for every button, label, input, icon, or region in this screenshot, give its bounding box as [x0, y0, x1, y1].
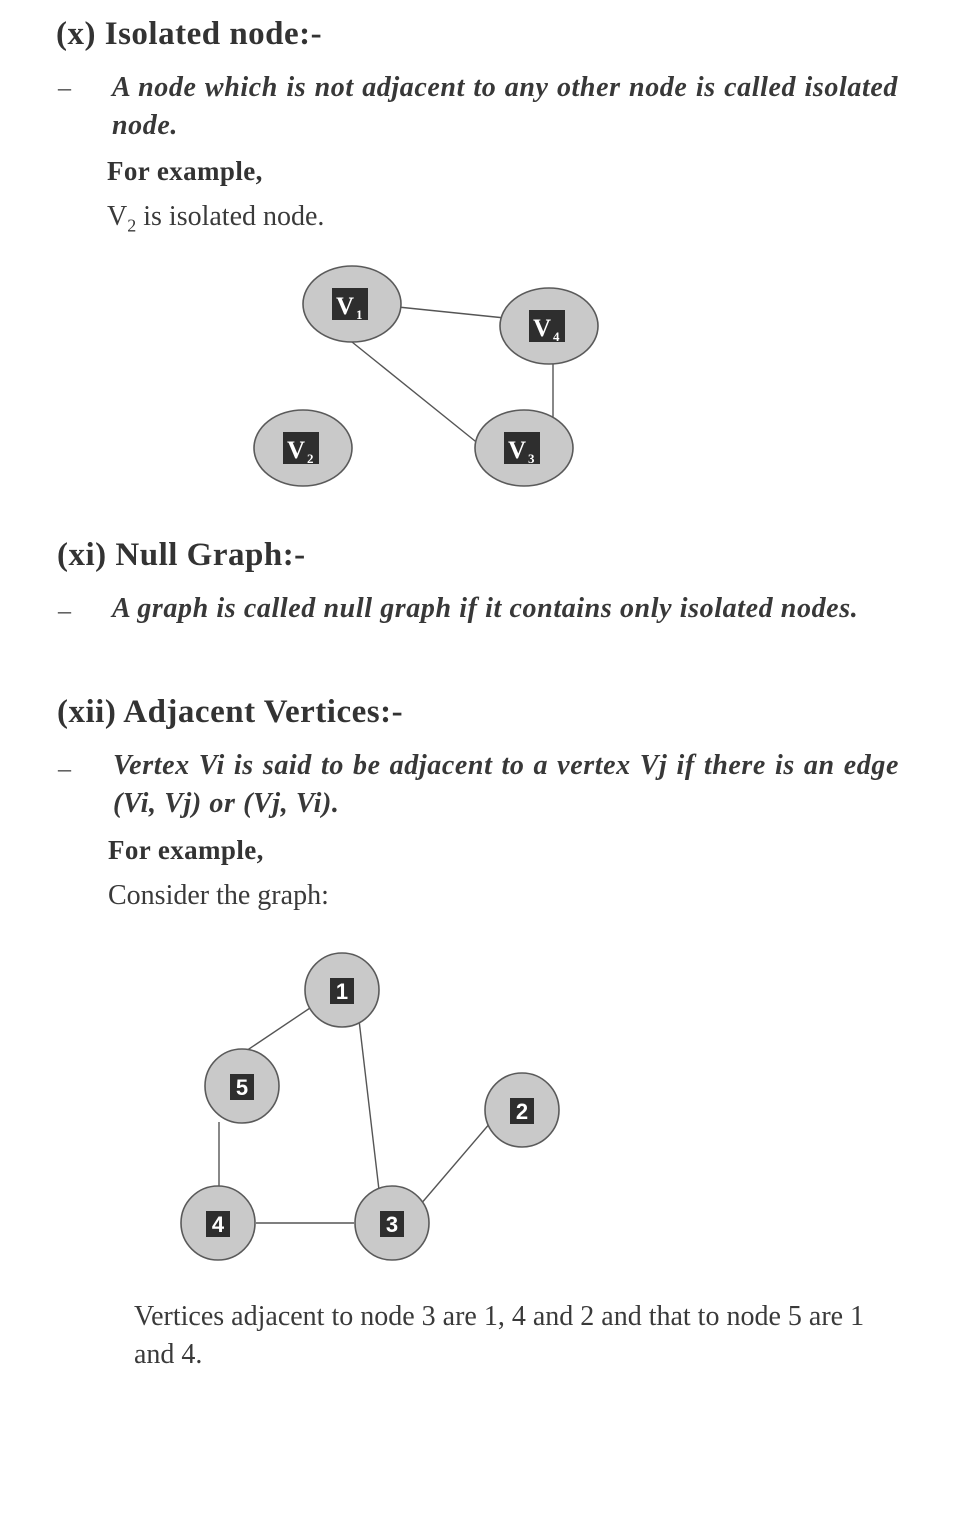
edge-1-3 [358, 1019, 380, 1191]
statement-subscript: 2 [127, 215, 137, 236]
statement-rest: is isolated node. [136, 201, 325, 232]
section-x-heading: (x) Isolated node:- [56, 16, 323, 52]
isolated-node-graph: V 1 V 4 V 2 V 3 [253, 265, 599, 487]
adjacent-vertices-definition: Vertex Vi is said to be adjacent to a ve… [113, 750, 899, 819]
node-4-label: 4 [212, 1212, 225, 1237]
section-xii-heading: (xii) Adjacent Vertices:- [57, 694, 404, 730]
example-label: For example, [108, 835, 264, 865]
bullet-dash: – [58, 754, 71, 783]
node-2: 2 [484, 1072, 560, 1148]
node-v3-subscript: 3 [528, 451, 535, 466]
node-v4-subscript: 4 [553, 329, 560, 344]
node-v1-letter: V [336, 293, 354, 320]
null-graph-definition: A graph is called null graph if it conta… [112, 593, 859, 624]
node-v4: V 4 [499, 287, 599, 365]
node-v3: V 3 [474, 409, 574, 487]
node-v4-letter: V [533, 315, 551, 342]
node-3: 3 [354, 1185, 430, 1261]
example-label: For example, [107, 156, 263, 186]
node-v2-letter: V [287, 437, 305, 464]
statement-vertex: V [107, 201, 128, 232]
node-v2-subscript: 2 [307, 451, 314, 466]
adjacency-conclusion: Vertices adjacent to node 3 are 1, 4 and… [134, 1301, 865, 1370]
edge-v1-v3 [351, 341, 481, 446]
node-5: 5 [204, 1048, 280, 1124]
node-2-label: 2 [516, 1099, 528, 1124]
adjacent-vertices-graph: 1 5 2 4 3 [180, 952, 560, 1261]
bullet-dash: – [58, 73, 71, 102]
edge-1-5 [242, 1005, 314, 1054]
isolated-node-definition: A node which is not adjacent to any othe… [112, 72, 898, 141]
node-1-label: 1 [336, 979, 348, 1004]
node-4: 4 [180, 1185, 256, 1261]
node-v1-subscript: 1 [356, 307, 363, 322]
node-5-label: 5 [236, 1075, 248, 1100]
node-1: 1 [304, 952, 380, 1028]
edge-3-2 [419, 1121, 492, 1206]
edge-v1-v4 [397, 306, 506, 319]
node-3-label: 3 [386, 1212, 398, 1237]
isolated-node-statement: V2 is isolated node. [107, 201, 324, 237]
node-v1: V 1 [302, 265, 402, 343]
graph-intro: Consider the graph: [108, 880, 329, 911]
node-v2: V 2 [253, 409, 353, 487]
bullet-dash: – [58, 596, 71, 625]
node-v3-letter: V [508, 437, 526, 464]
section-xi-heading: (xi) Null Graph:- [57, 537, 306, 573]
